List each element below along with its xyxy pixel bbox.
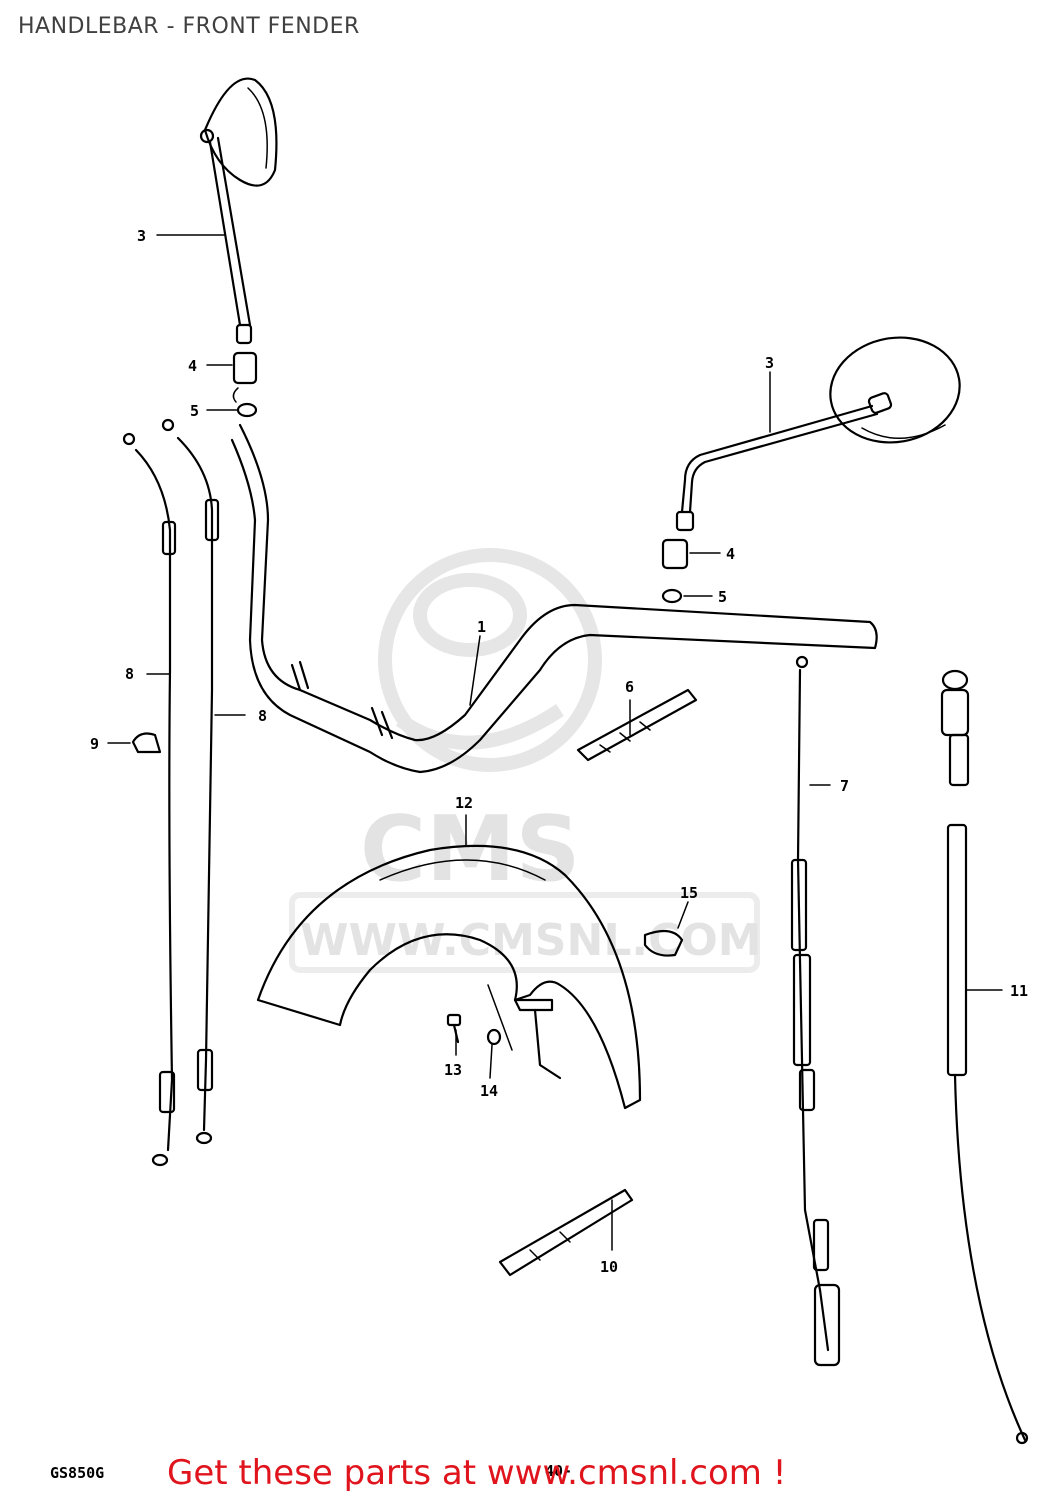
part-bolt-13 — [446, 1013, 462, 1044]
watermark-logo: CMS WWW.CMSNL.COM — [289, 548, 762, 973]
callout-labels: 3 4 5 3 4 5 1 6 7 8 8 9 10 11 12 13 14 1… — [90, 227, 1028, 1276]
part-right-mirror — [661, 336, 961, 604]
callout-6: 6 — [625, 678, 634, 696]
callout-7: 7 — [840, 777, 849, 795]
callout-13: 13 — [444, 1061, 462, 1079]
callout-8-left: 8 — [125, 665, 134, 683]
callout-4-left: 4 — [188, 357, 197, 375]
callout-14: 14 — [480, 1082, 498, 1100]
callout-4-right: 4 — [726, 545, 735, 563]
part-nut-14 — [486, 1028, 502, 1046]
part-left-mirror — [199, 77, 278, 345]
part-cable-clamp — [131, 732, 162, 754]
diagram-title: HANDLEBAR - FRONT FENDER — [18, 14, 360, 39]
part-throttle-cables — [122, 418, 220, 1167]
part-speedometer-cable — [940, 669, 1029, 1445]
callout-3: 3 — [765, 354, 774, 372]
promo-link[interactable]: Get these parts at www.cmsnl.com ! — [167, 1453, 787, 1493]
callout-5-right: 5 — [718, 588, 727, 606]
callout-12: 12 — [455, 794, 473, 812]
callout-8-right: 8 — [258, 707, 267, 725]
callout-9: 9 — [90, 735, 99, 753]
watermark-logo-text: CMS — [360, 797, 580, 902]
model-code: GS850G — [50, 1464, 105, 1482]
callout-2: 3 — [137, 227, 146, 245]
callout-11: 11 — [1010, 982, 1028, 1000]
part-band-6 — [576, 688, 698, 762]
callout-5-left: 5 — [190, 402, 199, 420]
part-clip-15 — [643, 929, 684, 957]
part-band-10 — [498, 1188, 634, 1277]
part-handlebar — [230, 423, 878, 774]
watermark-site-text: WWW.CMSNL.COM — [300, 915, 762, 966]
leader-lines — [107, 234, 1003, 1251]
part-left-adapter — [232, 351, 258, 418]
part-clutch-cable — [790, 655, 841, 1367]
callout-1: 1 — [477, 618, 486, 636]
part-front-fender — [256, 844, 642, 1110]
callout-15: 15 — [680, 884, 698, 902]
callout-10: 10 — [600, 1258, 618, 1276]
page-mark: 40- — [545, 1462, 573, 1480]
